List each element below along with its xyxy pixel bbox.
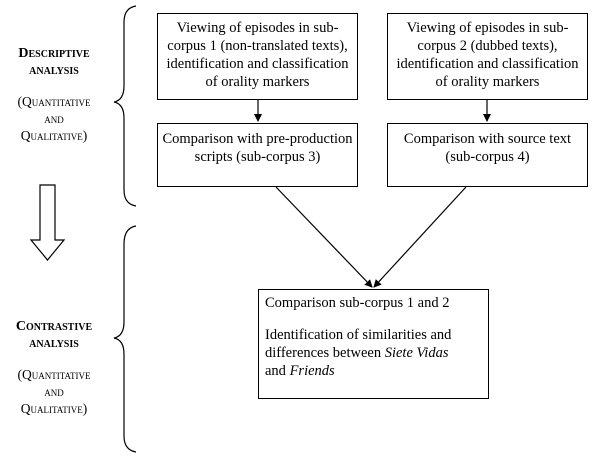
friends-title: Friends	[289, 363, 335, 379]
contrastive-subtitle: (Quantitative and Qualitative)	[0, 366, 108, 417]
comparison-subcorpus-3-box: Comparison with pre-production scripts (…	[157, 123, 358, 187]
contrastive-sub-line1: (Quantitative	[17, 367, 91, 382]
comparison-4-line1: Comparison with source text	[403, 131, 572, 147]
descriptive-brace	[113, 5, 137, 207]
contrastive-title: Contrastive analysis	[0, 318, 108, 352]
viewing-2-line3: identification and classification	[396, 56, 579, 72]
final-line3-prefix: differences between	[265, 345, 385, 361]
descriptive-analysis-label: Descriptive analysis (Quantitative and Q…	[0, 45, 108, 144]
contrastive-sub-line2: and	[44, 384, 64, 399]
contrastive-brace	[113, 225, 137, 453]
descriptive-title: Descriptive analysis	[0, 45, 108, 79]
descriptive-title-line1: Descriptive	[18, 46, 90, 61]
viewing-subcorpus-1-box: Viewing of episodes in sub- corpus 1 (no…	[157, 13, 358, 100]
viewing-1-line4: of orality markers	[205, 74, 310, 90]
section-transition-arrow	[29, 184, 66, 261]
contrastive-title-line1: Contrastive	[15, 319, 93, 334]
viewing-2-line2: corpus 2 (dubbed texts),	[417, 38, 558, 54]
descriptive-sub-line1: (Quantitative	[17, 94, 91, 109]
descriptive-title-line2: analysis	[29, 63, 79, 78]
final-line4: and Friends	[265, 362, 482, 380]
arrow-comparison4-to-final	[373, 186, 467, 288]
comparison-4-line2: (sub-corpus 4)	[445, 149, 530, 165]
viewing-subcorpus-2-box: Viewing of episodes in sub- corpus 2 (du…	[387, 13, 588, 100]
final-line1: Comparison sub-corpus 1 and 2	[265, 295, 450, 311]
descriptive-sub-line3: Qualitative)	[20, 128, 88, 143]
final-line3: differences between Siete Vidas	[265, 344, 482, 362]
final-line2: Identification of similarities and	[265, 327, 452, 343]
comparison-3-line1: Comparison with pre-production	[162, 131, 353, 147]
siete-vidas-title: Siete Vidas	[384, 345, 449, 361]
contrastive-analysis-label: Contrastive analysis (Quantitative and Q…	[0, 318, 108, 417]
viewing-2-line1: Viewing of episodes in sub-	[406, 20, 569, 36]
descriptive-sub-line2: and	[44, 111, 64, 126]
contrastive-title-line2: analysis	[29, 336, 79, 351]
descriptive-subtitle: (Quantitative and Qualitative)	[0, 93, 108, 144]
comparison-subcorpus-4-box: Comparison with source text (sub-corpus …	[387, 123, 588, 187]
viewing-1-line2: corpus 1 (non-translated texts),	[167, 38, 348, 54]
arrow-comparison3-to-final	[275, 186, 373, 288]
viewing-1-line3: identification and classification	[166, 56, 349, 72]
contrastive-sub-line3: Qualitative)	[20, 401, 88, 416]
contrastive-comparison-box: Comparison sub-corpus 1 and 2 Identifica…	[258, 289, 489, 399]
comparison-3-line2: scripts (sub-corpus 3)	[194, 149, 321, 165]
final-line4-prefix: and	[265, 363, 290, 379]
viewing-1-line1: Viewing of episodes in sub-	[176, 20, 339, 36]
viewing-2-line4: of orality markers	[435, 74, 540, 90]
